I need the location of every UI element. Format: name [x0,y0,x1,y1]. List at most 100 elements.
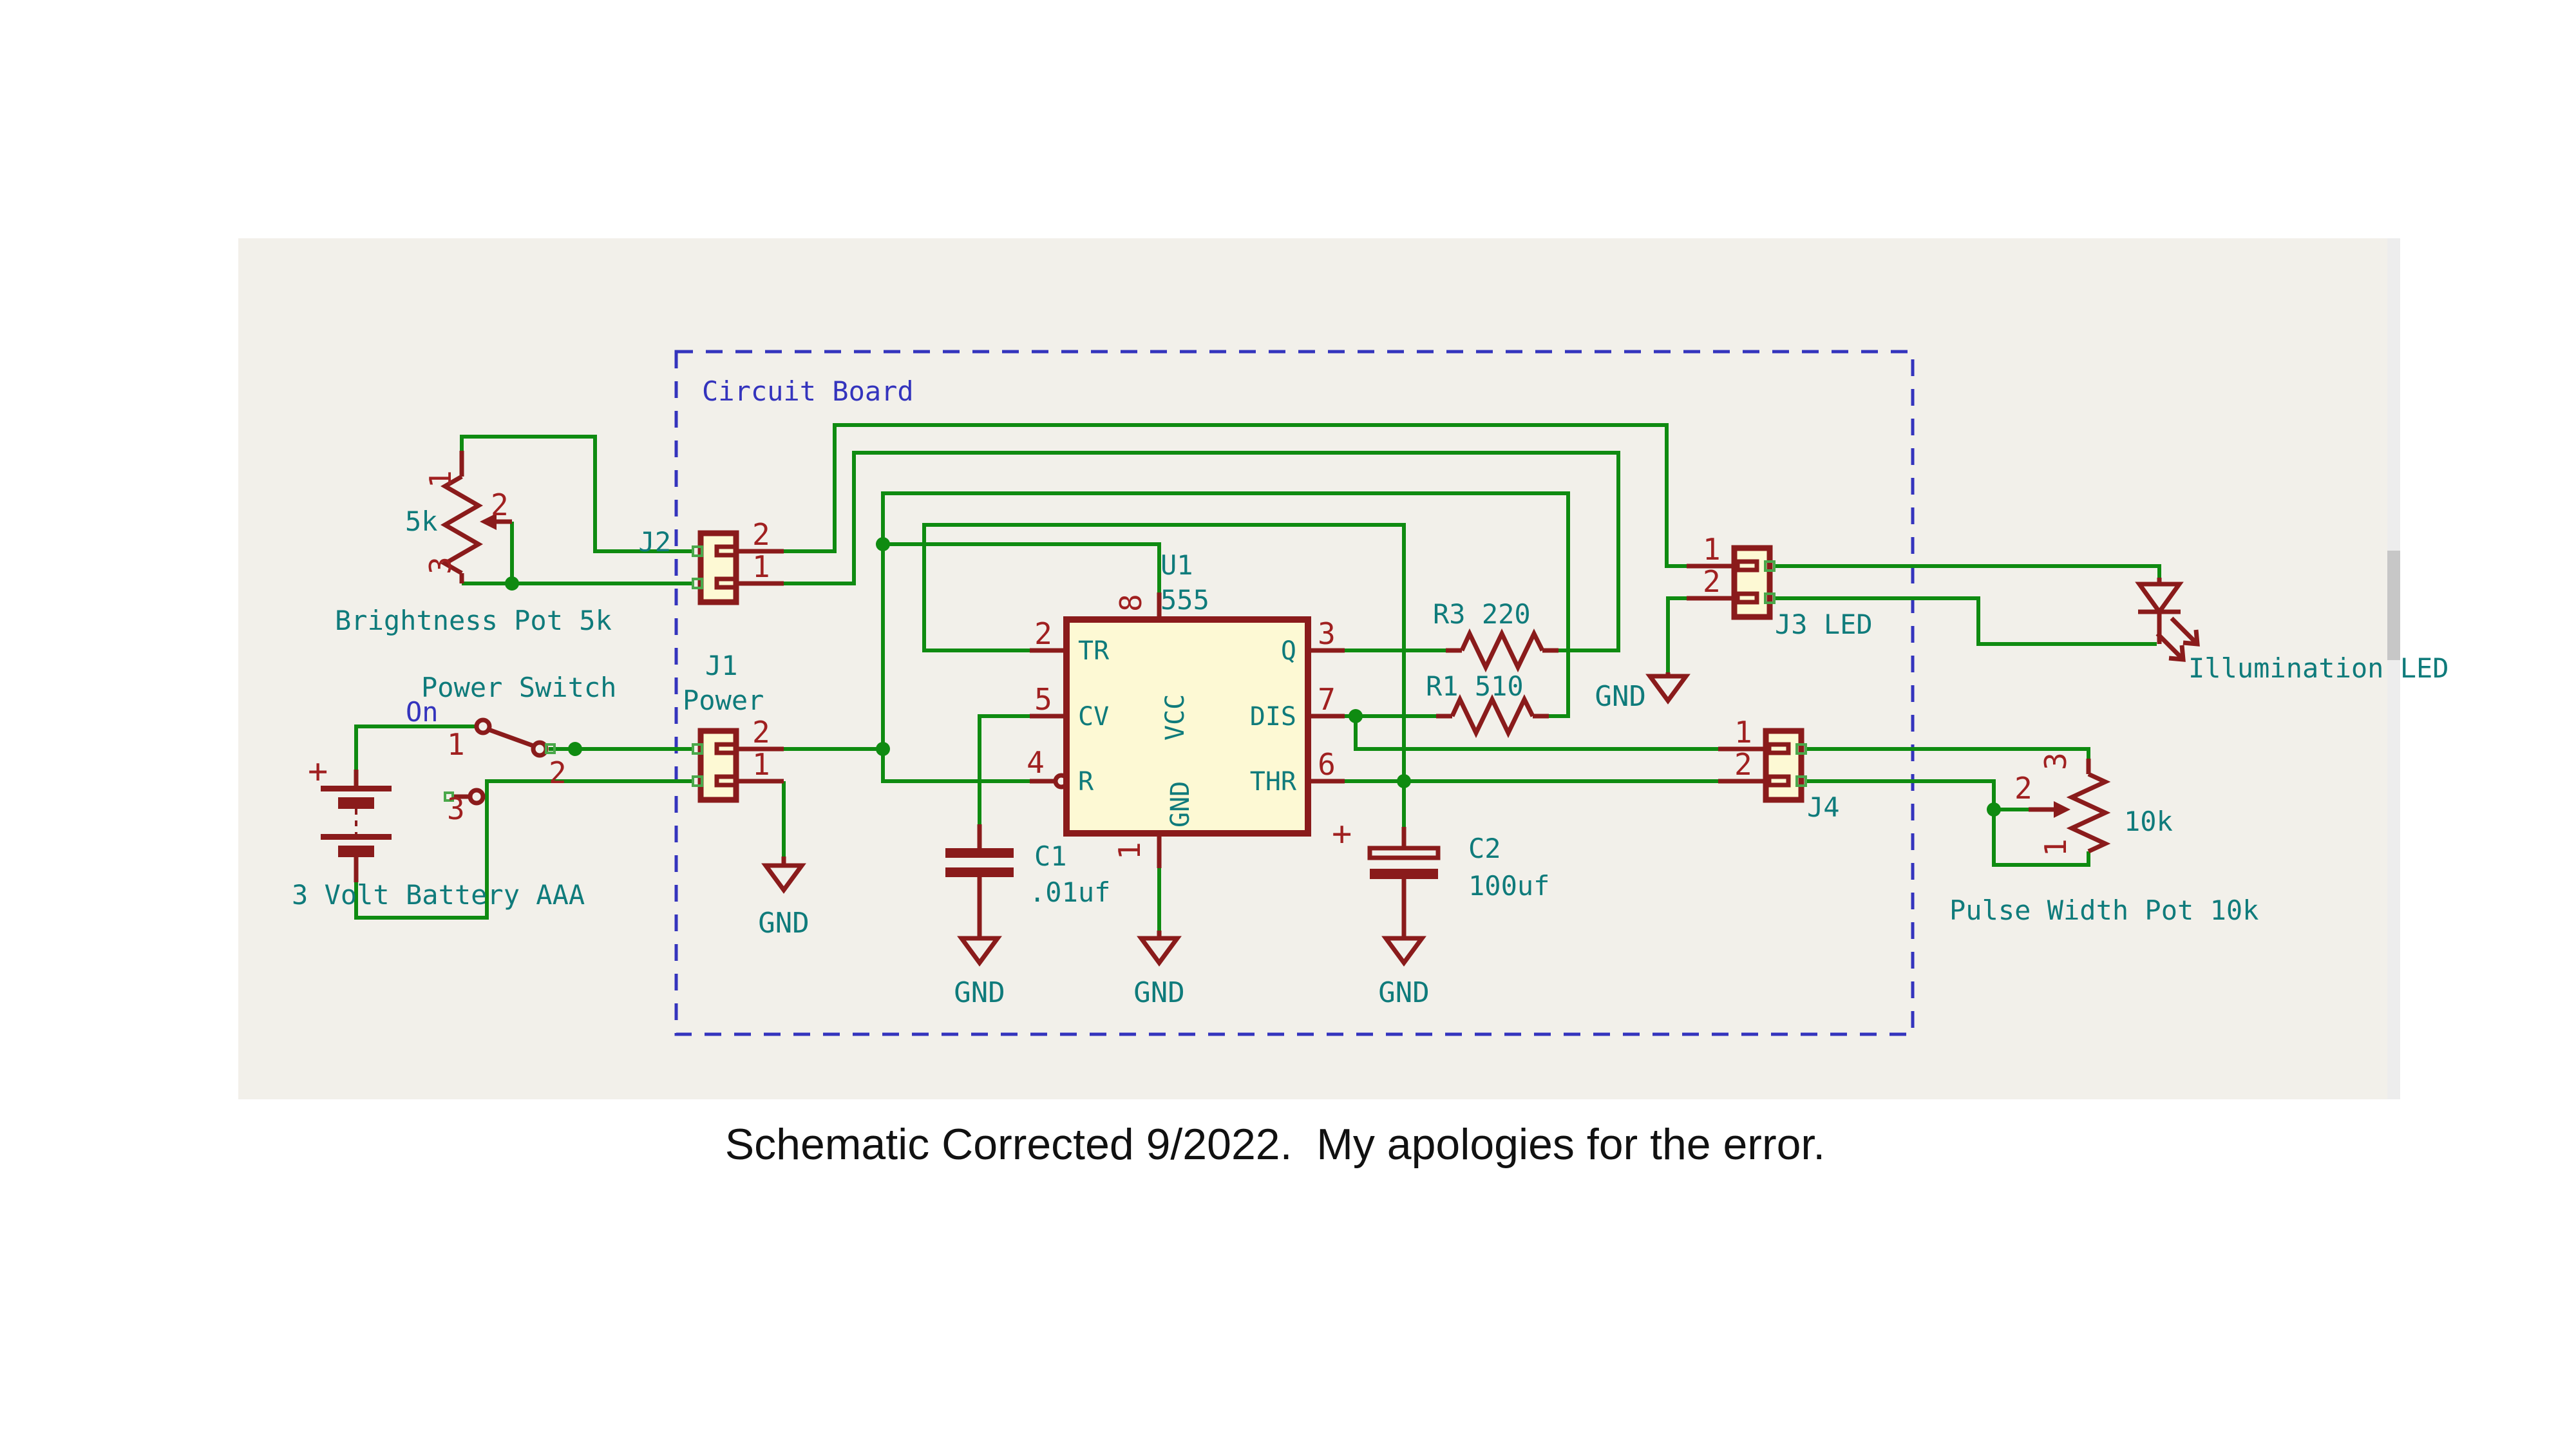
c2-value: 100uf [1468,870,1549,902]
switch-pin1-number: 1 [447,727,465,762]
gnd-label: GND [1378,976,1429,1009]
u1-ref: U1 [1160,549,1193,581]
illumination-led-label: Illumination LED [2188,652,2449,684]
battery-symbol: + 3 Volt Battery AAA [292,752,585,911]
capacitor-c1: C1 .01uf GND [945,824,1110,1009]
led-arrow [2155,632,2184,660]
led-arrow [2170,616,2198,645]
switch-pin1-terminal [474,717,492,735]
battery-label: 3 Volt Battery AAA [292,879,585,911]
r1-label: R1 510 [1426,670,1524,702]
u1-pin-name-vcc: VCC [1160,694,1190,741]
circuit-board-outline [674,350,1915,1036]
switch-state-label: On [406,696,439,728]
u1-pin-name-q: Q [1281,636,1296,666]
pot-value: 5k [405,506,438,537]
c1-value: .01uf [1029,876,1110,908]
schematic-background [238,238,2387,1099]
j1-body [697,728,739,803]
switch-blade [488,727,535,748]
wire-pot2-bottom-loop [1992,810,2090,867]
junction-dot [1397,774,1411,788]
j3-body [1731,545,1773,620]
u1-pin-r-invert-circle [1053,773,1070,790]
j1-pad [692,743,703,755]
led-emission-arrows [2155,616,2200,662]
battery-plate-long [321,786,392,791]
pot2-wiper-arrow [2054,801,2070,818]
u1-pin-number-cv: 5 [1034,682,1052,717]
switch-pin3-number: 3 [447,791,465,826]
u1-pin-name-gnd: GND [1166,781,1195,828]
u1-pin-name-thr: THR [1250,767,1297,797]
resistor-r1: R1 510 [1426,670,1549,739]
j4-pin2-number: 2 [1734,747,1752,782]
switch-pin3-pad [444,791,454,802]
wire-tr-to-thr [922,523,1406,781]
battery-plate-long [321,834,392,840]
junction-dot [505,576,519,591]
ic-u1-555: TR CV R Q DIS THR VCC GND 2 5 4 3 7 6 8 … [1027,549,1345,868]
c2-plus: + [1332,815,1352,853]
j4-pad [1795,743,1807,755]
j3-pad [1764,560,1776,572]
switch-pin2-number: 2 [549,755,567,790]
battery-plate-short [338,846,374,857]
j4-contact [1766,774,1791,788]
c1-plate [945,848,1014,858]
r1-zigzag [1450,694,1535,739]
wire-battery-to-j1p1 [354,779,693,920]
brightness-pot: 5k 1 2 3 Brightness Pot 5k [335,451,612,636]
j2-pad [692,545,703,557]
j4-body [1763,728,1804,803]
wire-led-return [1773,596,2157,646]
junction-dot [876,742,890,756]
u1-pin-name-dis: DIS [1250,702,1296,732]
wire-battery-to-switch [354,724,477,770]
circuit-board-label: Circuit Board [702,375,914,407]
battery-plate-short [338,797,374,809]
pot2-pin1-number: 1 [2038,838,2073,857]
j4-pin1-number: 1 [1734,715,1752,750]
j3-contact [1735,591,1759,605]
switch-pin2-pad [545,743,556,754]
connector-j2: 2 1 J2 [638,517,784,605]
pot-pin1-number: 1 [423,470,458,488]
wire-j2p2-to-j3p1 [784,423,1687,568]
gnd-label: GND [1595,680,1646,713]
illumination-led: Illumination LED [2135,578,2449,684]
u1-pin-number-r: 4 [1027,745,1045,780]
u1-body [1063,616,1311,837]
wire-cv-to-c1 [978,714,1030,824]
u1-pin-name-tr: TR [1078,636,1110,666]
junction-dot [568,742,582,756]
wire-j4p1-to-pot2 [1804,747,2090,759]
led-arrow-head [2168,645,2186,662]
gnd-symbol-j3: GND [1595,672,1690,713]
capacitor-c2: + C2 100uf GND [1332,815,1549,1009]
gnd-triangle [1137,936,1182,967]
gnd-triangle [1645,674,1690,705]
gnd-label: GND [954,976,1005,1009]
wire-j4p2-to-wiper [1804,779,2029,811]
j2-ref: J2 [638,526,671,558]
wire-vcc-to-pin8 [883,542,1161,599]
gnd-triangle [957,936,1002,967]
scrollbar-thumb[interactable] [2387,551,2400,660]
j3-ref: J3 LED [1775,609,1873,640]
scrollbar-track[interactable] [2387,238,2400,1099]
j2-body [697,530,739,605]
j1-pin1-number: 1 [752,747,770,782]
u1-pin-number-vcc: 8 [1113,594,1148,612]
power-switch: Power Switch On 1 2 3 [406,672,616,826]
j2-pin1-number: 1 [752,549,770,584]
gnd-triangle [761,863,806,894]
u1-pin-number-thr: 6 [1318,747,1336,782]
connector-j1: 2 1 J1 Power [683,650,784,803]
pot-pin2-number: 2 [491,488,509,522]
j3-pin1-number: 1 [1703,532,1721,567]
c2-plate-negative [1370,869,1438,879]
j3-pad [1764,592,1776,604]
j1-pad [692,775,703,787]
